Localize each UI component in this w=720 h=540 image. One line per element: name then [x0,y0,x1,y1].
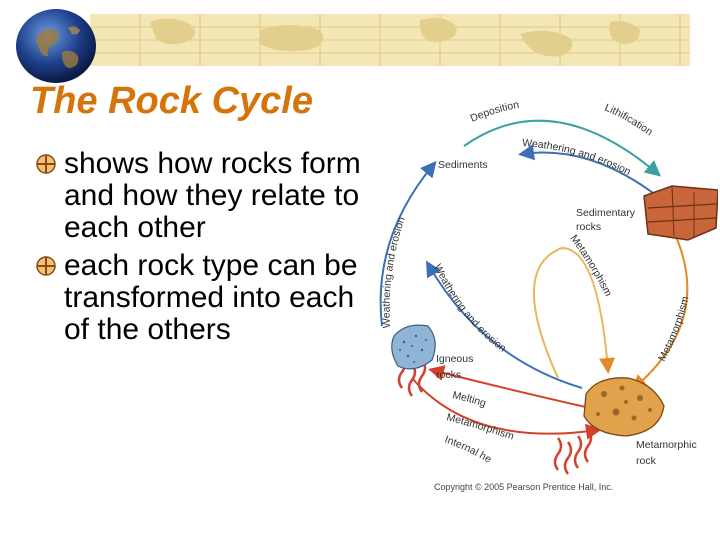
sedimentary-rocks-label: rocks [576,221,601,233]
metamorphism-right-label: Metamorphism [656,295,691,363]
weathering-left-arrow [379,160,437,327]
deposition-arrow [463,119,662,177]
copyright-label: Copyright © 2005 Pearson Prentice Hall, … [434,482,613,492]
weathering-left-label: Weathering and erosion [381,215,408,328]
metamorphic-label: Metamorphic [636,439,697,451]
bullet-icon [36,256,56,276]
metamorphism-right-arrow [630,227,689,391]
igneous-label: Igneous [436,353,473,365]
bullet-item: shows how rocks form and how they relate… [34,148,374,244]
metamorphic-rock-icon [583,377,665,437]
bullet-text: each rock type can be transformed into e… [64,249,358,346]
header-map-banner [0,0,720,70]
metamorphism-loop-arrow [533,246,615,379]
rock-cycle-diagram: Deposition Lithification Sediments Weath… [372,88,718,492]
deposition-label: Deposition [469,99,521,125]
melting-arrow [428,365,591,409]
bullet-list: shows how rocks form and how they relate… [34,148,374,352]
heat-icon [553,429,593,475]
metamorphic-rock-label: rock [636,455,657,467]
sediments-label: Sediments [438,159,488,171]
igneous-rocks-label: rocks [436,369,461,381]
sedimentary-rock-icon [643,185,718,241]
bullet-item: each rock type can be transformed into e… [34,250,374,346]
slide-title: The Rock Cycle [30,80,313,122]
lithification-label: Lithification [603,102,655,139]
metamorphism-bottom-arrow [411,377,602,440]
igneous-rock-icon [391,324,436,370]
sedimentary-label: Sedimentary [576,207,636,219]
weathering-top-arrow [518,144,663,201]
bullet-text: shows how rocks form and how they relate… [64,147,361,244]
bullet-icon [36,154,56,174]
weathering-mid-arrow [426,260,583,389]
globe-icon [16,9,96,83]
weathering-mid-label: Weathering and erosion [431,262,508,355]
metamorphism-mid-label: Metamorphism [568,233,615,299]
melting-label: Melting [451,389,487,410]
